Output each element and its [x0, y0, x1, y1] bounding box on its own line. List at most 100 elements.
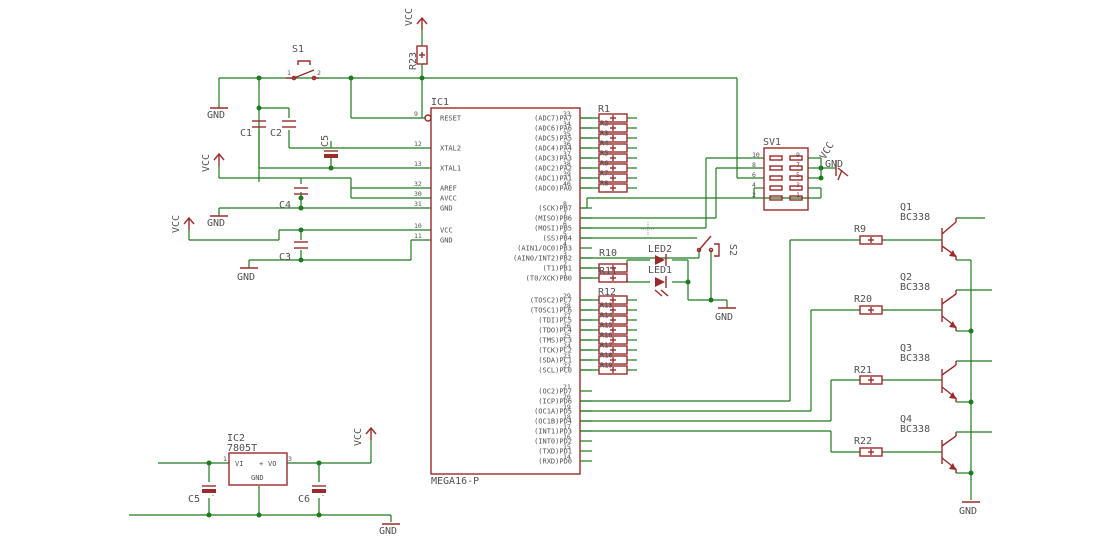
- ic1-pin-number: 16: [563, 433, 571, 441]
- capacitor-c5: - C5: [188, 485, 216, 505]
- ic1-pin-name: AREF: [440, 185, 457, 193]
- ic1-pin-name: (SCL)PC0: [538, 367, 572, 375]
- ic1-pin-name: (TXD)PD1: [538, 448, 572, 456]
- ic1-pin-number: 10: [414, 222, 422, 230]
- network-resistor-label: R17: [600, 342, 613, 350]
- ic1-pin-number: 2: [563, 260, 567, 268]
- switch-s1: 1 2 S1: [286, 44, 321, 81]
- q3-value: BC338: [900, 353, 930, 364]
- ic1-pin-number: 20: [563, 393, 571, 401]
- ic1-pin-number: 38: [563, 160, 571, 168]
- gnd-label-6: GND: [379, 526, 397, 536]
- ic1-label: IC1: [431, 97, 449, 108]
- ic1-pin-name: (TMS)PC3: [538, 337, 572, 345]
- led1-label: LED1: [648, 265, 672, 276]
- r9-label: R9: [854, 224, 866, 235]
- ic1-pin-name: RESET: [440, 115, 462, 123]
- ic1-pin-name: (T1)PB1: [542, 265, 572, 273]
- ic1-pin-number: 21: [563, 383, 571, 391]
- led-led2: LED2: [648, 244, 672, 266]
- ic1-pin-name: (ADC4)PA4: [534, 145, 572, 153]
- ic1-pin-number: 24: [563, 342, 571, 350]
- q1-label: Q1: [900, 202, 912, 213]
- ic1-pin-number: 1: [563, 270, 567, 278]
- ic1-pin-name: (ADC6)PA6: [534, 125, 572, 133]
- r20-label: R20: [854, 294, 872, 305]
- ic1-pin-number: 5: [563, 230, 567, 238]
- ic1-pin-number: 37: [563, 150, 571, 158]
- sv1-pin-number: 4: [752, 181, 756, 189]
- ic1-pin-name: (SS)PB4: [542, 235, 572, 243]
- ic1-pin-number: 36: [563, 140, 571, 148]
- sv1-pin-number: 7: [796, 161, 800, 169]
- ic1-pin-name: (RXD)PD0: [538, 458, 572, 466]
- ic1-pin-name: (MOSI)PB5: [534, 225, 572, 233]
- ic1-pin-name: (SCK)PB7: [538, 205, 572, 213]
- ic1-pin-number: 9: [414, 110, 418, 118]
- ic1-pin-name: (OC1A)PD5: [534, 408, 572, 416]
- svg-text:3: 3: [288, 455, 292, 463]
- sv1-pin-number: 1: [796, 191, 800, 199]
- ic1-mega16: IC1 MEGA16-P RESET9XTAL212XTAL113AREF32A…: [414, 97, 592, 487]
- q2-label: Q2: [900, 272, 912, 283]
- ic1-pin-name: GND: [440, 205, 453, 213]
- network-resistor-label: R5: [600, 150, 608, 158]
- resistor-r23: R23: [408, 45, 428, 70]
- capacitor-c3: C3: [279, 241, 308, 263]
- ic1-pin-name: (SDA)PC1: [538, 357, 572, 365]
- network-resistor-label: R16: [600, 332, 613, 340]
- ic1-pin-name: XTAL2: [440, 145, 461, 153]
- sv1-label: SV1: [763, 137, 781, 148]
- r23-label: R23: [408, 52, 419, 70]
- ic1-pin-number: 22: [563, 362, 571, 370]
- gnd-label-2: GND: [207, 218, 225, 229]
- gnd-label-sv1: GND: [825, 159, 843, 170]
- sv1-pin-number: 9: [796, 151, 800, 159]
- resistor-r20: R20: [854, 294, 883, 315]
- q2-value: BC338: [900, 282, 930, 293]
- ic1-pin-name: (ADC2)PA2: [534, 165, 572, 173]
- svg-text:+: +: [259, 460, 263, 468]
- ic1-pin-name: (ADC5)PA5: [534, 135, 572, 143]
- network-resistor-label: R14: [600, 312, 613, 320]
- network-resistor-label: R6: [600, 160, 608, 168]
- s2-label: S2: [727, 244, 738, 256]
- ic2-label: IC2: [227, 433, 245, 444]
- sv1-pin-number: 10: [752, 151, 760, 159]
- ic1-pin-number: 7: [563, 210, 567, 218]
- ic1-pin-number: 34: [563, 120, 571, 128]
- capacitor-c5-top: C5: [320, 135, 338, 158]
- r10-label: R10: [599, 248, 617, 259]
- resistor-r11: R11: [598, 266, 628, 283]
- regulator-ic2: VI VO GND + 1 3 IC2 7805T: [223, 433, 292, 486]
- cursor-crosshair: [641, 222, 655, 236]
- led2-label: LED2: [648, 244, 672, 255]
- sv1-pin-number: 5: [796, 171, 800, 179]
- ic1-pin-name: (INT0)PD2: [534, 438, 572, 446]
- ic1-pin-name: (T0/XCK)PB0: [526, 275, 572, 283]
- network-resistor-label: R7: [600, 170, 608, 178]
- ic1-pin-name: (MISO)PB6: [534, 215, 572, 223]
- ic1-pin-number: 40: [563, 180, 571, 188]
- ic1-pin-name: (OC2)PD7: [538, 388, 572, 396]
- ic1-pin-number: 33: [563, 110, 571, 118]
- transistor-q3: Q3 BC338: [900, 343, 957, 402]
- led-led1: LED1: [648, 265, 672, 297]
- vcc-label-avcc: VCC: [201, 154, 212, 172]
- transistor-q4: Q4 BC338: [900, 414, 957, 473]
- capacitor-c6: - C6: [298, 485, 326, 505]
- network-resistor-label: R19: [600, 362, 613, 370]
- r11-label: R11: [599, 266, 617, 277]
- svg-text:1: 1: [223, 455, 227, 463]
- wires: [129, 30, 992, 522]
- ic2-value: 7805T: [227, 443, 257, 454]
- r12-label: R12: [598, 287, 616, 298]
- ic1-pin-number: 12: [414, 140, 422, 148]
- capacitor-c2: C2: [270, 120, 296, 139]
- resistor-r21: R21: [854, 365, 883, 385]
- ic1-pin-name: XTAL1: [440, 165, 461, 173]
- ic1-pin-number: 31: [414, 200, 422, 208]
- transistor-q1: Q1 BC338: [900, 202, 957, 260]
- ic1-pin-number: 4: [563, 240, 567, 248]
